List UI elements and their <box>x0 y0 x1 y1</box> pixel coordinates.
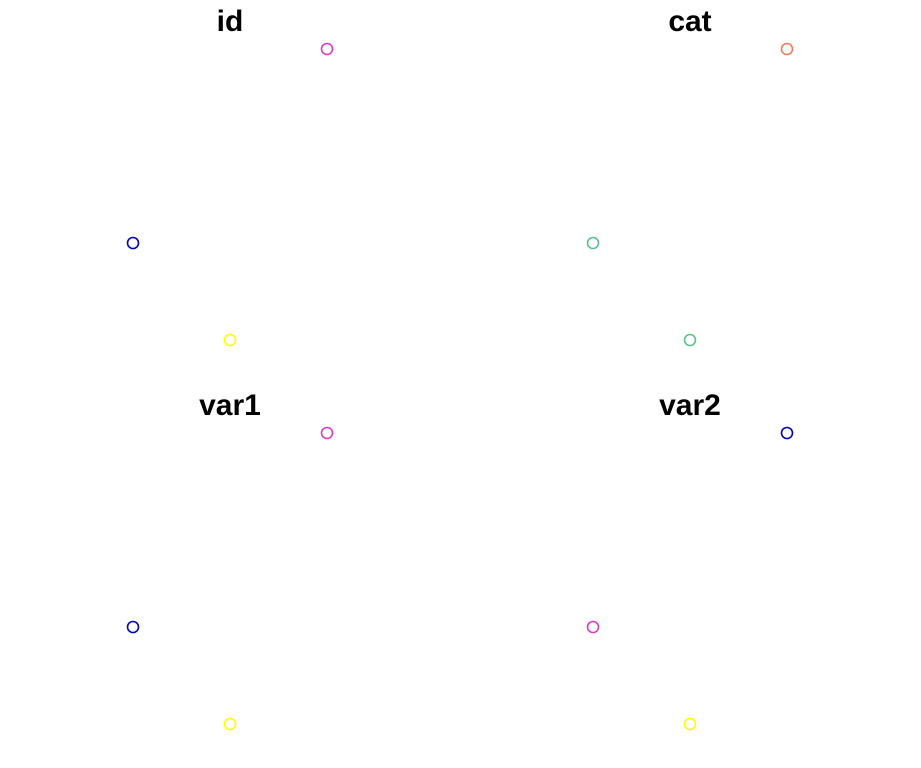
panel-id: id <box>126 5 334 347</box>
panel-title-var2: var2 <box>659 389 721 422</box>
points-cat <box>586 42 794 347</box>
points-var1 <box>126 426 334 731</box>
scatter-point-var1-2 <box>126 620 140 634</box>
scatter-point-cat-1 <box>780 42 794 56</box>
scatter-point-cat-3 <box>683 333 697 347</box>
panel-title-var1: var1 <box>199 389 261 422</box>
scatter-point-id-2 <box>126 236 140 250</box>
panel-var2: var2 <box>586 389 794 731</box>
scatter-point-var1-3 <box>223 717 237 731</box>
panel-title-cat: cat <box>668 5 711 38</box>
points-var2 <box>586 426 794 731</box>
scatter-point-var2-2 <box>586 620 600 634</box>
scatter-point-cat-2 <box>586 236 600 250</box>
panel-var1: var1 <box>126 389 334 731</box>
scatter-point-id-1 <box>320 42 334 56</box>
scatter-point-var2-1 <box>780 426 794 440</box>
scatter-point-var2-3 <box>683 717 697 731</box>
panel-title-id: id <box>217 5 244 38</box>
scatter-point-var1-1 <box>320 426 334 440</box>
scatter-point-id-3 <box>223 333 237 347</box>
panel-cat: cat <box>586 5 794 347</box>
points-id <box>126 42 334 347</box>
